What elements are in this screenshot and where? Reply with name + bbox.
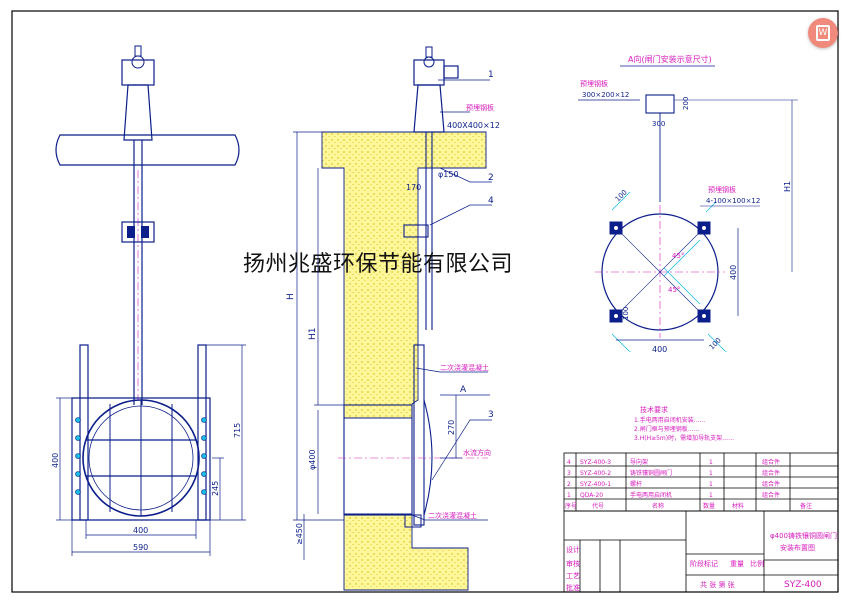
callout-3: 3	[488, 410, 494, 420]
stage-label: 阶段标记	[690, 559, 718, 568]
notes-line: 3.H(H≥5m)时，需增加导轨支架……	[634, 434, 734, 442]
note-flow: 水流方向	[463, 448, 491, 457]
dim-A: A	[460, 385, 467, 395]
checker-label: 审核	[566, 559, 580, 568]
dim-100-a: 100	[614, 188, 629, 203]
table-header-row: 序号代号名称数量材料备注	[565, 502, 812, 510]
front-handwheel-icon	[131, 55, 145, 69]
approve-label: 批准	[566, 583, 580, 592]
dim-300: 300	[652, 120, 665, 128]
dim-170: 170	[406, 183, 421, 192]
document-icon: W	[816, 25, 830, 41]
notes-line: 1.手电两用启闭机安装……	[634, 416, 706, 424]
side-gate-frame	[413, 344, 425, 526]
dim-plan-H1: H1	[783, 181, 792, 192]
floating-app-button[interactable]: W	[808, 18, 838, 48]
front-view: 715 245 400 400 590	[51, 45, 246, 556]
dim-590: 590	[133, 543, 148, 552]
drawing-border	[11, 10, 839, 593]
craft-label: 工艺	[566, 572, 580, 580]
weight-label: 重量	[730, 560, 744, 568]
side-opening	[343, 404, 413, 516]
side-view: H H1 φ400 ≥450 270 φ150 170 400X400×12 A…	[286, 46, 500, 591]
callout-4: 4	[488, 196, 494, 206]
plan-title: A向(闸门安装示意尺寸)	[628, 54, 712, 64]
drawing-title: φ400铸铁镶铜圆闸门	[770, 531, 837, 540]
technical-notes: 技术要求 1.手电两用启闭机安装…… 2.闸门框与预埋钢板…… 3.H(H≥5m…	[634, 405, 734, 442]
dim-ge450: ≥450	[295, 523, 304, 545]
plan-plate2-label: 预埋钢板	[708, 185, 736, 194]
dim-45-a: 45°	[672, 252, 684, 260]
dim-300x200: 300×200×12	[582, 91, 629, 99]
front-guide-bracket	[121, 221, 155, 243]
scale-label: 比例	[750, 559, 764, 568]
dim-phi400: φ400	[308, 449, 317, 470]
dim-front-400-v: 400	[51, 453, 60, 468]
notes-title: 技术要求	[640, 405, 668, 414]
front-frame-left	[79, 344, 89, 521]
dim-plan-400-v: 400	[729, 265, 738, 280]
callout-1: 1	[488, 70, 494, 80]
note-grout1: 二次浇灌混凝土	[440, 363, 489, 372]
plan-hoist-plate	[645, 94, 675, 114]
plan-view: A向(闸门安装示意尺寸) 预埋钢板 300×200×12 300 200 H1	[578, 54, 798, 354]
note-grout2: 二次浇灌混凝土	[428, 511, 477, 520]
dim-270: 270	[447, 420, 456, 435]
designer-label: 设计	[566, 545, 580, 554]
dim-100-c: 100	[708, 336, 723, 351]
notes-line: 2.闸门框与预埋钢板……	[634, 425, 700, 433]
drawing-subtitle: 安装布置图	[780, 543, 815, 552]
plan-embed-label: 预埋钢板	[580, 79, 608, 88]
dim-plan-400-h: 400	[652, 345, 667, 354]
front-hoist-head	[121, 59, 155, 86]
dim-100-b: 100	[622, 307, 630, 320]
front-hoist-column	[123, 84, 153, 141]
side-concrete	[321, 131, 487, 419]
dim-H1: H1	[308, 328, 318, 341]
company-watermark: 扬州兆盛环保节能有限公司	[243, 252, 514, 277]
dim-front-400-h: 400	[133, 526, 148, 535]
sheets-label: 共 张 第 张	[700, 580, 735, 589]
note-plate: 预埋钢板	[466, 103, 494, 112]
drawing-number: SYZ-400	[784, 580, 822, 590]
front-platform	[55, 134, 240, 166]
callout-2: 2	[488, 173, 494, 183]
dim-H: H	[286, 293, 296, 300]
dim-715: 715	[233, 423, 242, 438]
dim-plan-plate: 4-100×100×12	[706, 197, 760, 205]
dim-phi150: φ150	[438, 170, 459, 179]
dim-200: 200	[682, 97, 690, 110]
side-concrete-lower	[343, 513, 469, 591]
title-block	[563, 510, 839, 593]
dim-245: 245	[211, 481, 220, 496]
dim-plate: 400X400×12	[447, 121, 500, 130]
side-handwheel-icon	[423, 56, 435, 68]
dim-45-b: 45°	[668, 286, 680, 294]
